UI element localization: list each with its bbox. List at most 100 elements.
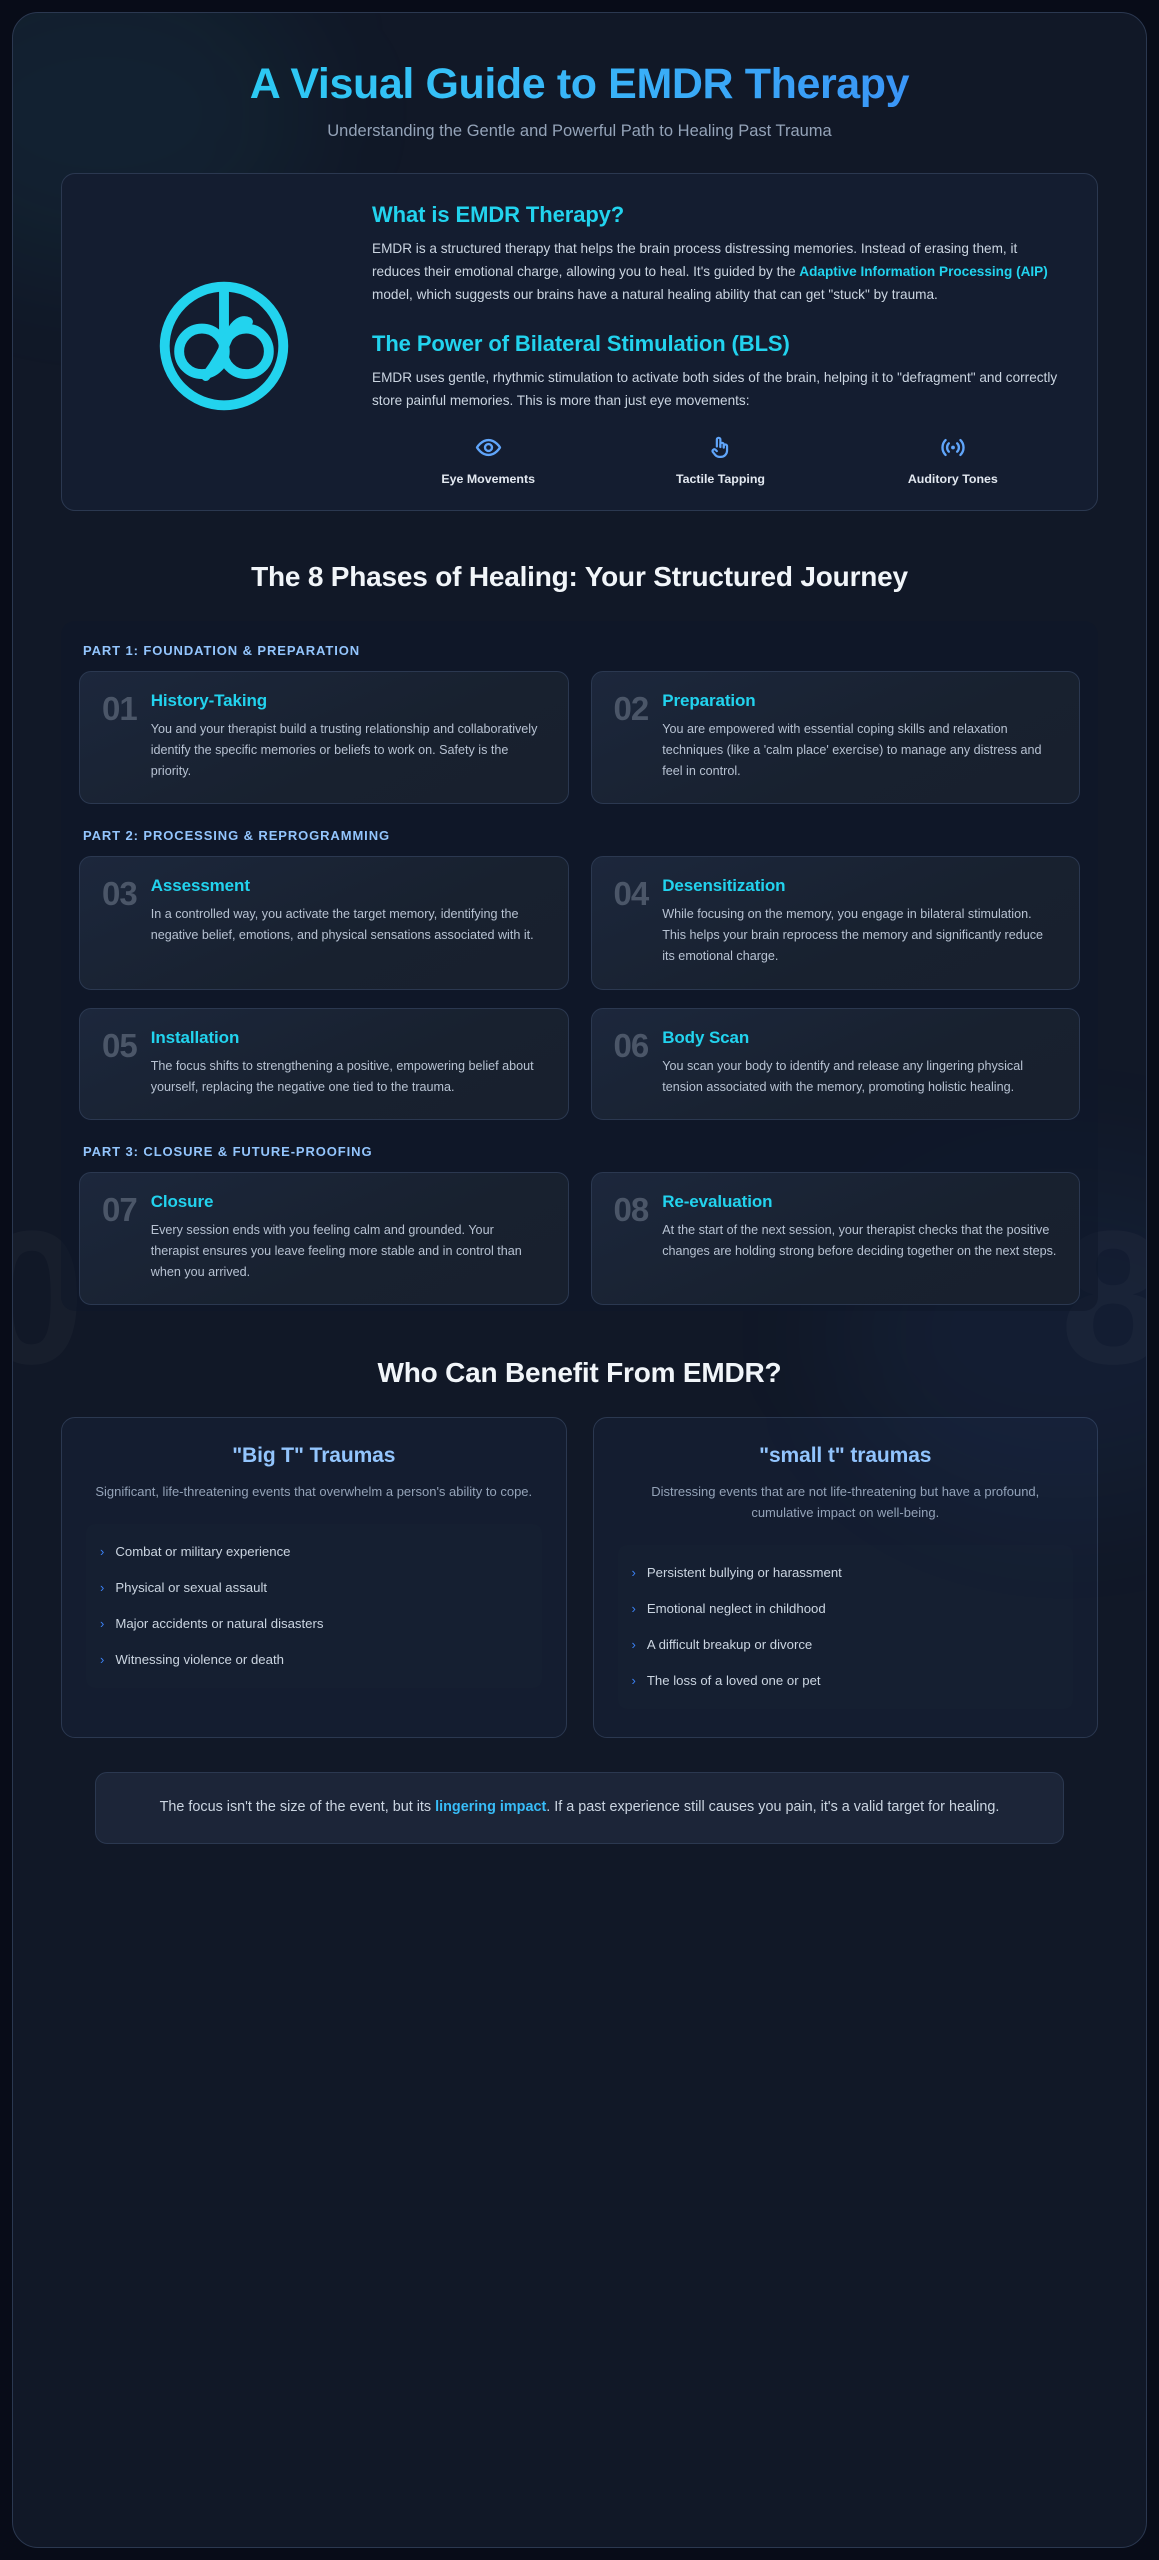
eye-icon bbox=[372, 433, 604, 463]
benefit-list: › Combat or military experience › Physical… bbox=[86, 1524, 542, 1688]
benefit-cards-grid: "Big T" Traumas Significant, life-threat… bbox=[61, 1417, 1098, 1738]
phase-card-03[interactable]: 03 Assessment In a controlled way, you a… bbox=[79, 856, 569, 990]
phase-title: History-Taking bbox=[150, 690, 268, 710]
what-is-text-before: EMDR is a structured therapy that helps … bbox=[372, 240, 1018, 280]
benefit-card-big-t: "Big T" Traumas Significant, life-threat… bbox=[61, 1417, 567, 1738]
emdr-brain-infinity-logo-icon bbox=[159, 281, 289, 410]
page-title: A Visual Guide to EMDR Therapy bbox=[53, 59, 1106, 110]
what-is-text-after: model, which suggests our brains have a … bbox=[372, 287, 938, 303]
chevron-right-icon: › bbox=[100, 1615, 105, 1631]
list-item-label: Physical or sexual assault bbox=[115, 1580, 268, 1596]
phase-description: You and your therapist build a trusting … bbox=[150, 721, 538, 778]
list-item: › A difficult breakup or divorce bbox=[632, 1635, 1058, 1655]
part-label: PART 3: CLOSURE & FUTURE-PROOFING bbox=[83, 1143, 373, 1159]
phase-card-08[interactable]: 08 Re-evaluation At the start of the nex… bbox=[590, 1171, 1080, 1306]
phase-number: 03 bbox=[102, 875, 138, 913]
chevron-right-icon: › bbox=[100, 1580, 105, 1596]
phase-body: Re-evaluation At the start of the next s… bbox=[662, 1192, 1057, 1262]
phase-title: Body Scan bbox=[662, 1027, 750, 1047]
page-header: A Visual Guide to EMDR Therapy Understan… bbox=[13, 13, 1146, 141]
list-item-label: The loss of a loved one or pet bbox=[646, 1672, 821, 1688]
intro-panel: What is EMDR Therapy? EMDR is a structur… bbox=[61, 172, 1098, 511]
bls-method-eye-movements: Eye Movements bbox=[372, 433, 604, 486]
phase-number: 01 bbox=[102, 689, 138, 727]
intro-text-column: What is EMDR Therapy? EMDR is a structur… bbox=[372, 200, 1069, 486]
bls-heading: The Power of Bilateral Stimulation (BLS) bbox=[372, 330, 790, 356]
chevron-right-icon: › bbox=[631, 1672, 636, 1688]
logo-column bbox=[90, 200, 358, 486]
phases-container: PART 1: FOUNDATION & PREPARATION 01 Hist… bbox=[61, 620, 1098, 1312]
list-item: › Combat or military experience bbox=[100, 1542, 526, 1562]
phase-body: Installation The focus shifts to strengt… bbox=[151, 1028, 546, 1098]
bls-method-label: Eye Movements bbox=[441, 471, 535, 486]
phase-card-07[interactable]: 07 Closure Every session ends with you f… bbox=[79, 1171, 569, 1306]
bls-method-label: Auditory Tones bbox=[907, 471, 998, 486]
callout-text-after: . If a past experience still causes you … bbox=[546, 1798, 1000, 1815]
callout-text-before: The focus isn't the size of the event, b… bbox=[159, 1798, 436, 1815]
list-item: › Persistent bullying or harassment bbox=[632, 1563, 1058, 1583]
phase-description: While focusing on the memory, you engage… bbox=[662, 907, 1044, 964]
phase-card-row: 07 Closure Every session ends with you f… bbox=[79, 1171, 1080, 1306]
phase-card-06[interactable]: 06 Body Scan You scan your body to ident… bbox=[590, 1007, 1080, 1120]
phase-title: Installation bbox=[150, 1027, 240, 1047]
phase-card-row: 01 History-Taking You and your therapist… bbox=[79, 670, 1080, 805]
chevron-right-icon: › bbox=[100, 1651, 105, 1667]
focus-callout: The focus isn't the size of the event, b… bbox=[95, 1771, 1064, 1845]
part-block-2: PART 2: PROCESSING & REPROGRAMMING 03 As… bbox=[61, 810, 1098, 1120]
phase-description: At the start of the next session, your t… bbox=[662, 1222, 1057, 1259]
phase-title: Re-evaluation bbox=[662, 1191, 773, 1211]
lingering-impact-highlight: lingering impact bbox=[435, 1798, 547, 1815]
benefit-section-title: Who Can Benefit From EMDR? bbox=[377, 1357, 782, 1389]
list-item-label: Major accidents or natural disasters bbox=[115, 1615, 324, 1631]
what-is-emdr-paragraph: EMDR is a structured therapy that helps … bbox=[372, 237, 1069, 307]
list-item-label: Combat or military experience bbox=[115, 1544, 291, 1560]
benefit-list: › Persistent bullying or harassment › Emot… bbox=[617, 1545, 1073, 1709]
phase-body: Preparation You are empowered with essen… bbox=[662, 691, 1057, 782]
chevron-right-icon: › bbox=[631, 1601, 636, 1617]
benefit-card-subtitle: Significant, life-threatening events tha… bbox=[95, 1484, 533, 1500]
phase-number: 05 bbox=[102, 1026, 138, 1064]
chevron-right-icon: › bbox=[631, 1565, 636, 1581]
phase-card-01[interactable]: 01 History-Taking You and your therapist… bbox=[79, 670, 569, 805]
page-subtitle: Understanding the Gentle and Powerful Pa… bbox=[327, 121, 832, 140]
phases-section-title: The 8 Phases of Healing: Your Structured… bbox=[251, 560, 908, 592]
phase-card-05[interactable]: 05 Installation The focus shifts to stre… bbox=[79, 1007, 569, 1120]
bls-method-label: Tactile Tapping bbox=[675, 471, 766, 486]
list-item: › The loss of a loved one or pet bbox=[632, 1671, 1058, 1691]
part-block-1: PART 1: FOUNDATION & PREPARATION 01 Hist… bbox=[61, 625, 1098, 805]
list-item-label: A difficult breakup or divorce bbox=[646, 1637, 813, 1653]
phase-description: The focus shifts to strengthening a posi… bbox=[150, 1058, 534, 1094]
benefit-card-title: "Big T" Traumas bbox=[232, 1444, 396, 1468]
phase-number: 06 bbox=[613, 1026, 650, 1064]
list-item-label: Persistent bullying or harassment bbox=[646, 1565, 842, 1581]
phase-body: Desensitization While focusing on the me… bbox=[662, 876, 1057, 967]
phase-description: Every session ends with you feeling calm… bbox=[150, 1222, 522, 1280]
phase-number: 02 bbox=[613, 689, 650, 727]
phase-body: Closure Every session ends with you feel… bbox=[151, 1192, 546, 1283]
chevron-right-icon: › bbox=[631, 1637, 636, 1653]
phase-card-row: 05 Installation The focus shifts to stre… bbox=[79, 1007, 1080, 1120]
phase-title: Desensitization bbox=[662, 876, 786, 896]
bls-method-auditory-tones: Auditory Tones bbox=[837, 433, 1069, 486]
phase-card-04[interactable]: 04 Desensitization While focusing on the… bbox=[590, 856, 1080, 990]
phase-description: In a controlled way, you activate the ta… bbox=[150, 907, 534, 943]
list-item: ›Witnessing violence or death bbox=[100, 1650, 526, 1670]
phase-number: 04 bbox=[613, 875, 650, 913]
list-item: › Emotional neglect in childhood bbox=[632, 1599, 1058, 1619]
phase-title: Closure bbox=[150, 1191, 214, 1211]
phase-body: History-Taking You and your therapist bu… bbox=[151, 691, 546, 782]
phase-card-02[interactable]: 02 Preparation You are empowered with es… bbox=[590, 670, 1080, 805]
chevron-right-icon: › bbox=[100, 1544, 105, 1560]
bls-methods-row: Eye Movements Tactile Tapping bbox=[372, 433, 1069, 486]
list-item-label: Emotional neglect in childhood bbox=[646, 1601, 826, 1617]
phase-description: You are empowered with essential coping … bbox=[662, 721, 1042, 778]
phase-description: You scan your body to identify and relea… bbox=[662, 1058, 1024, 1094]
list-item: › Major accidents or natural disasters bbox=[100, 1614, 526, 1634]
signal-waves-icon bbox=[837, 433, 1069, 463]
phase-title: Assessment bbox=[150, 876, 250, 896]
benefit-card-small-t: "small t" traumas Distressing events tha… bbox=[592, 1417, 1098, 1738]
benefit-card-subtitle: Distressing events that are not life-thr… bbox=[651, 1484, 1040, 1521]
bls-method-tactile-tapping: Tactile Tapping bbox=[604, 433, 836, 486]
phase-number: 08 bbox=[613, 1190, 650, 1228]
